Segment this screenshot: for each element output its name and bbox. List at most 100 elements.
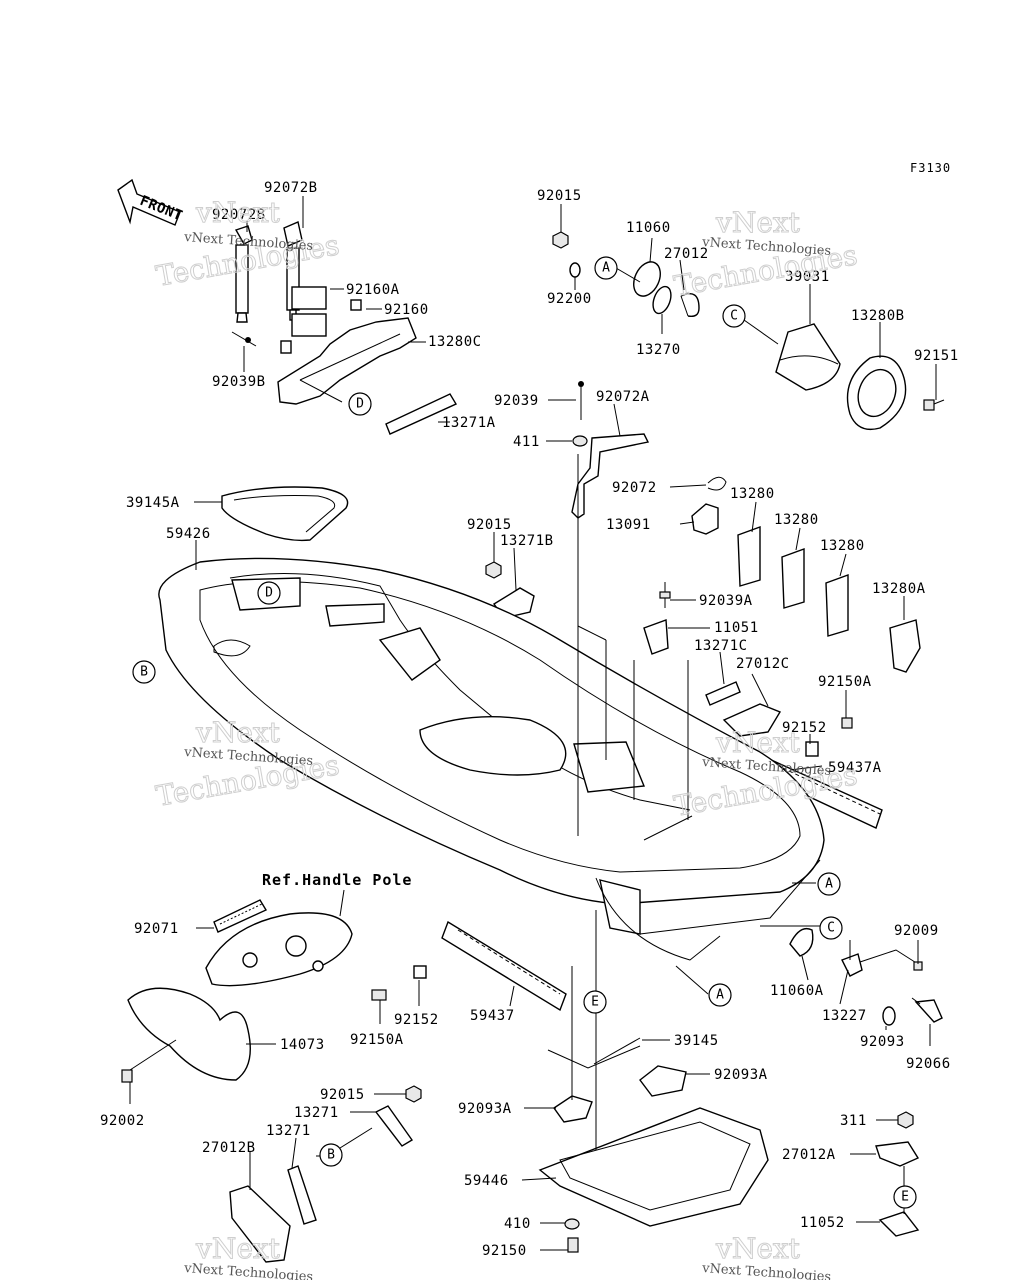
strap-left-part (234, 225, 253, 323)
nut-92015-top-part (552, 231, 569, 249)
fitting-13227-part (841, 949, 919, 977)
plug-92066-part (911, 997, 943, 1023)
part-labels: 92072B 92072B 92160A 92160 13280C 92039B… (100, 180, 959, 1259)
label-27012B: 27012B (202, 1140, 256, 1156)
svg-text:A: A (602, 261, 610, 276)
label-13280-1: 13280 (730, 486, 775, 502)
label-92009: 92009 (894, 923, 939, 939)
label-92015-bot: 92015 (320, 1087, 365, 1103)
watermark-bottom-right: vNext vNext Technologies (701, 1232, 832, 1280)
svg-text:D: D (265, 586, 273, 601)
svg-text:B: B (327, 1148, 335, 1163)
label-92039A: 92039A (699, 593, 753, 609)
svg-text:vNext: vNext (715, 206, 801, 239)
label-92150A-r: 92150A (818, 674, 872, 690)
plate-13271-1-part (374, 1105, 414, 1147)
label-92150A-l: 92150A (350, 1032, 404, 1048)
label-92160A: 92160A (346, 282, 400, 298)
label-92200: 92200 (547, 291, 592, 307)
label-92093A-l: 92093A (458, 1101, 512, 1117)
seal-39145A-part (221, 486, 349, 542)
svg-text:C: C (827, 921, 835, 936)
clamp-27012A-part (875, 1141, 920, 1167)
label-13271C: 13271C (694, 638, 748, 654)
watermark-bottom-left: vNext vNext Technologies (183, 1232, 314, 1280)
label-13227: 13227 (822, 1008, 867, 1024)
svg-text:A: A (825, 877, 833, 892)
label-411: 411 (513, 434, 540, 450)
label-39145: 39145 (674, 1033, 719, 1049)
label-13271B: 13271B (500, 533, 554, 549)
callout-b-hull: B (132, 660, 156, 684)
label-92015-mid: 92015 (467, 517, 512, 533)
label-92150: 92150 (482, 1243, 527, 1259)
cover-13280B-part (846, 355, 907, 431)
pin-92039B-part (231, 331, 257, 347)
holder-13280A-part (889, 619, 921, 673)
label-13280-2: 13280 (774, 512, 819, 528)
bracket-27012B-part (229, 1185, 291, 1263)
label-92072B-1: 92072B (264, 180, 318, 196)
spacer-92152-r-part (805, 741, 819, 757)
washer-92093-part (882, 1006, 896, 1026)
label-27012C: 27012C (736, 656, 790, 672)
callout-e-mid: E (583, 990, 607, 1014)
svg-text:vNext: vNext (715, 726, 801, 759)
label-92072B-2: 92072B (212, 207, 266, 223)
plate-13270-part (652, 285, 672, 315)
label-13271A: 13271A (442, 415, 496, 431)
gasket-11060A-part (789, 927, 814, 957)
bolt-92151-part (923, 399, 945, 411)
callout-c-mid: C (819, 916, 843, 940)
label-39145A: 39145A (126, 495, 180, 511)
plate-13271C-part (705, 681, 741, 706)
label-13270: 13270 (636, 342, 681, 358)
label-92093: 92093 (860, 1034, 905, 1050)
callout-c-top: C (722, 304, 746, 328)
label-92066: 92066 (906, 1056, 951, 1072)
bolt-92150-part (567, 1237, 579, 1253)
callout-d-hull: D (257, 581, 281, 605)
bolt-92002-part (121, 1069, 133, 1083)
label-27012: 27012 (664, 246, 709, 262)
label-13280B: 13280B (851, 308, 905, 324)
clamp-27012-part (680, 293, 700, 318)
svg-text:D: D (356, 397, 364, 412)
nut-92015-bot-part (405, 1085, 422, 1103)
grate-59437-part (441, 920, 567, 1012)
label-11051: 11051 (714, 620, 759, 636)
callout-a-low: A (708, 983, 732, 1007)
clamp-27012C-part (722, 703, 782, 737)
gasket-11060-part (633, 261, 661, 297)
hull-59426-part (158, 557, 825, 961)
plate-13271-2-part (287, 1165, 317, 1225)
svg-text:E: E (591, 995, 599, 1010)
label-13271-2: 13271 (266, 1123, 311, 1139)
label-92039: 92039 (494, 393, 539, 409)
label-27012A: 27012A (782, 1147, 836, 1163)
label-92151: 92151 (914, 348, 959, 364)
label-92072: 92072 (612, 480, 657, 496)
label-311: 311 (840, 1113, 867, 1129)
svg-text:A: A (716, 988, 724, 1003)
handle-pole-part (205, 912, 353, 987)
svg-text:vNext: vNext (715, 1232, 801, 1265)
bracket-11052-part (878, 1211, 920, 1237)
bolt-92150A-r-part (841, 717, 853, 729)
figure-code: F3130 (910, 161, 951, 175)
nut-311-part (897, 1111, 914, 1129)
label-59437A: 59437A (828, 760, 882, 776)
callout-d-top: D (348, 392, 372, 416)
callout-b-low: B (319, 1143, 343, 1167)
bracket-13280C-part (277, 317, 417, 405)
label-13280-3: 13280 (820, 538, 865, 554)
label-92072A: 92072A (596, 389, 650, 405)
callout-a-top: A (594, 256, 618, 280)
callout-a-mid: A (817, 872, 841, 896)
svg-text:C: C (730, 309, 738, 324)
label-11052: 11052 (800, 1215, 845, 1231)
label-39031: 39031 (785, 269, 830, 285)
label-410: 410 (504, 1216, 531, 1232)
label-92152-l: 92152 (394, 1012, 439, 1028)
